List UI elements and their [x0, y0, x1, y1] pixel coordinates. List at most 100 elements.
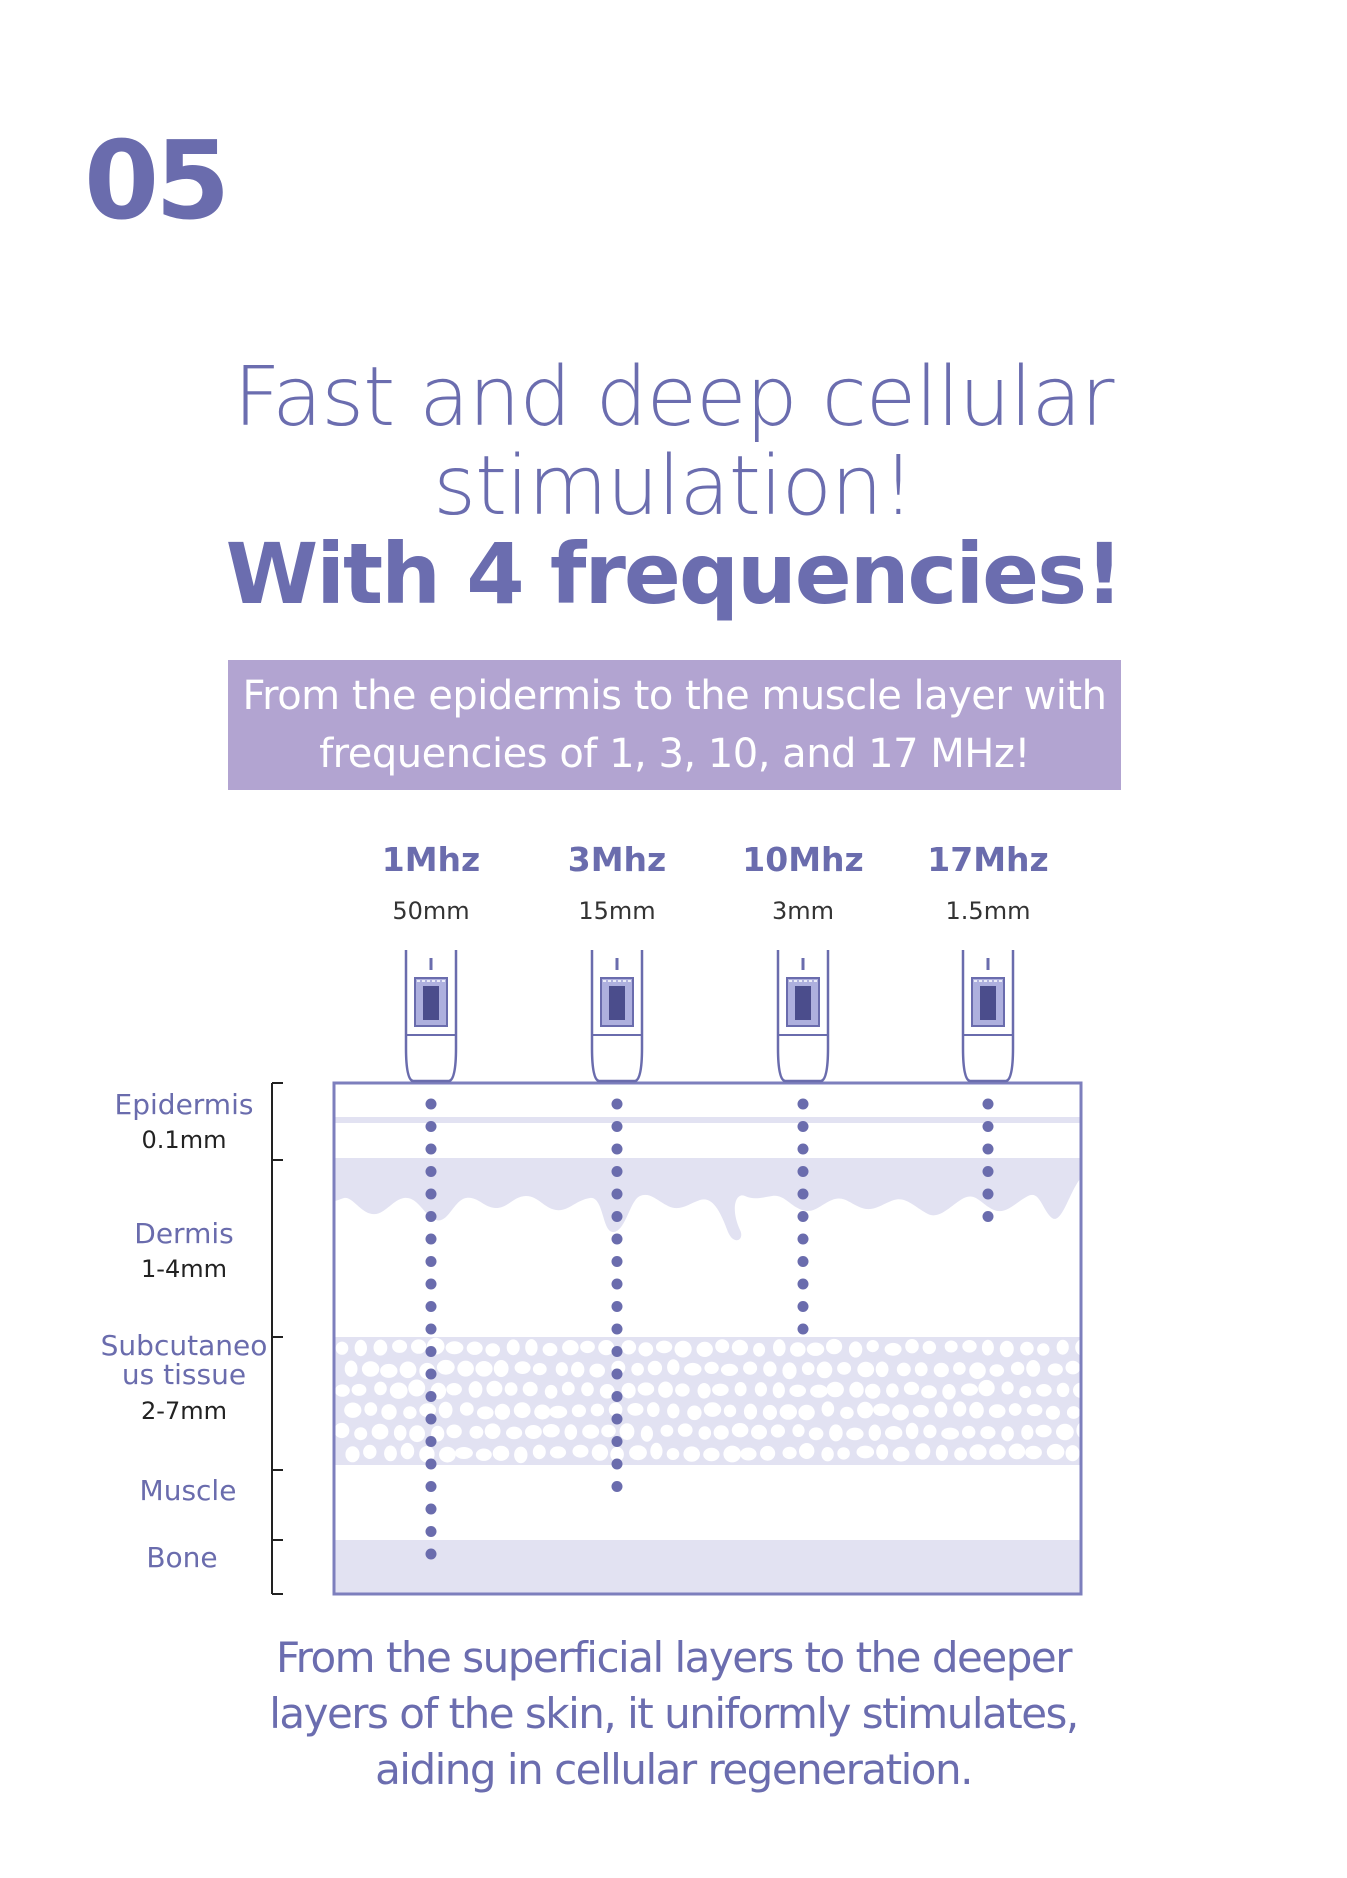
fat-cell [981, 1339, 994, 1356]
fat-cell [667, 1359, 680, 1375]
layer-thickness-epidermis: 0.1mm [141, 1126, 227, 1154]
fat-cell [988, 1404, 1006, 1418]
fat-cell [1020, 1341, 1034, 1356]
fat-cell [1076, 1422, 1081, 1439]
penetration-dot [797, 1098, 809, 1110]
fat-cell [696, 1341, 713, 1357]
bottom-text-line-3: aiding in cellular regeneration. [375, 1745, 973, 1794]
penetration-dot [611, 1188, 623, 1200]
fat-cell [798, 1404, 815, 1421]
fat-cell [953, 1401, 967, 1417]
fat-cell [571, 1404, 587, 1418]
fat-cell [876, 1444, 889, 1460]
fat-cell [978, 1379, 995, 1397]
penetration-dot [425, 1143, 437, 1155]
fat-cell [525, 1425, 542, 1439]
penetration-dot [611, 1436, 623, 1447]
fat-cell [731, 1423, 749, 1438]
fat-cell [1065, 1360, 1081, 1375]
depth-label-3mhz: 15mm [578, 897, 656, 925]
fat-cell [621, 1382, 636, 1399]
fat-cell [381, 1404, 397, 1420]
fat-cell [1083, 1363, 1098, 1376]
fat-cell [361, 1361, 380, 1377]
fat-cell [468, 1381, 483, 1398]
fat-cell [1008, 1403, 1022, 1416]
layer-label-epidermis: Epidermis [114, 1088, 254, 1121]
fat-cell [513, 1402, 531, 1419]
fat-cell [439, 1446, 456, 1463]
depth-label-1mhz: 50mm [392, 897, 470, 925]
fat-cell [1056, 1382, 1070, 1398]
penetration-dot [611, 1368, 623, 1380]
fat-cell [935, 1444, 949, 1461]
fat-cell [799, 1443, 815, 1459]
fat-cell [840, 1406, 854, 1419]
fat-cell [608, 1402, 623, 1417]
fat-cell [885, 1426, 903, 1440]
fat-cell [486, 1380, 503, 1397]
fat-cell [912, 1404, 929, 1418]
fat-cell [525, 1339, 538, 1356]
fat-cell [392, 1339, 408, 1353]
fat-cell [650, 1442, 663, 1460]
fat-cell [363, 1444, 377, 1459]
penetration-dot [982, 1211, 994, 1222]
penetration-dot [425, 1121, 437, 1132]
fat-cell [808, 1427, 824, 1441]
fat-cell [374, 1381, 387, 1396]
layer-label-dermis: Dermis [134, 1217, 234, 1250]
fat-cell [591, 1444, 609, 1461]
fat-cell [598, 1340, 615, 1356]
fat-cell [532, 1444, 546, 1460]
fat-cell [457, 1360, 474, 1377]
fat-cell [713, 1425, 729, 1440]
fat-cell [1010, 1361, 1025, 1375]
fat-cell [969, 1401, 984, 1419]
fat-cell [351, 1383, 367, 1396]
fat-cell [601, 1424, 616, 1438]
epidermis-line [334, 1117, 1081, 1123]
fat-cell [773, 1339, 786, 1357]
fat-cell [999, 1340, 1014, 1358]
fat-cell [903, 1381, 920, 1395]
fat-cell [821, 1447, 834, 1462]
section-number: 05 [84, 119, 230, 244]
fat-cell [712, 1383, 729, 1397]
fat-cell [731, 1339, 749, 1356]
penetration-dot [611, 1143, 623, 1155]
probe-core [609, 986, 625, 1020]
fat-cell [373, 1339, 388, 1356]
penetration-dot [797, 1233, 809, 1245]
probe-1 [404, 950, 458, 1083]
fat-cell [837, 1362, 852, 1375]
depth-label-10mhz: 3mm [771, 897, 835, 925]
fat-cell [446, 1383, 462, 1396]
fat-cell [1085, 1403, 1102, 1415]
penetration-dot [611, 1166, 623, 1177]
fat-cell [857, 1401, 874, 1419]
fat-cell [619, 1423, 635, 1440]
fat-cell [826, 1381, 844, 1398]
fat-cell [969, 1362, 986, 1379]
fat-cell [875, 1361, 889, 1378]
penetration-dot [611, 1098, 623, 1110]
fat-cell [610, 1446, 624, 1462]
fat-cell [892, 1446, 910, 1462]
subcutaneous-band [334, 1337, 1081, 1465]
penetration-dot [797, 1278, 809, 1290]
fat-cell [637, 1382, 655, 1396]
fat-cell [821, 1401, 835, 1417]
fat-cell [555, 1362, 568, 1377]
fat-cell [980, 1426, 996, 1440]
penetration-dot [611, 1413, 623, 1425]
penetration-dot [797, 1143, 809, 1155]
fat-cell [505, 1426, 523, 1440]
fat-cell [403, 1406, 417, 1419]
fat-cell [954, 1447, 967, 1461]
depth-label-17mhz: 1.5mm [945, 897, 1031, 925]
fat-cell [1066, 1406, 1081, 1419]
banner-line-1: From the epidermis to the muscle layer w… [242, 673, 1107, 719]
fat-cell [1037, 1343, 1050, 1356]
fat-cell [698, 1426, 712, 1440]
